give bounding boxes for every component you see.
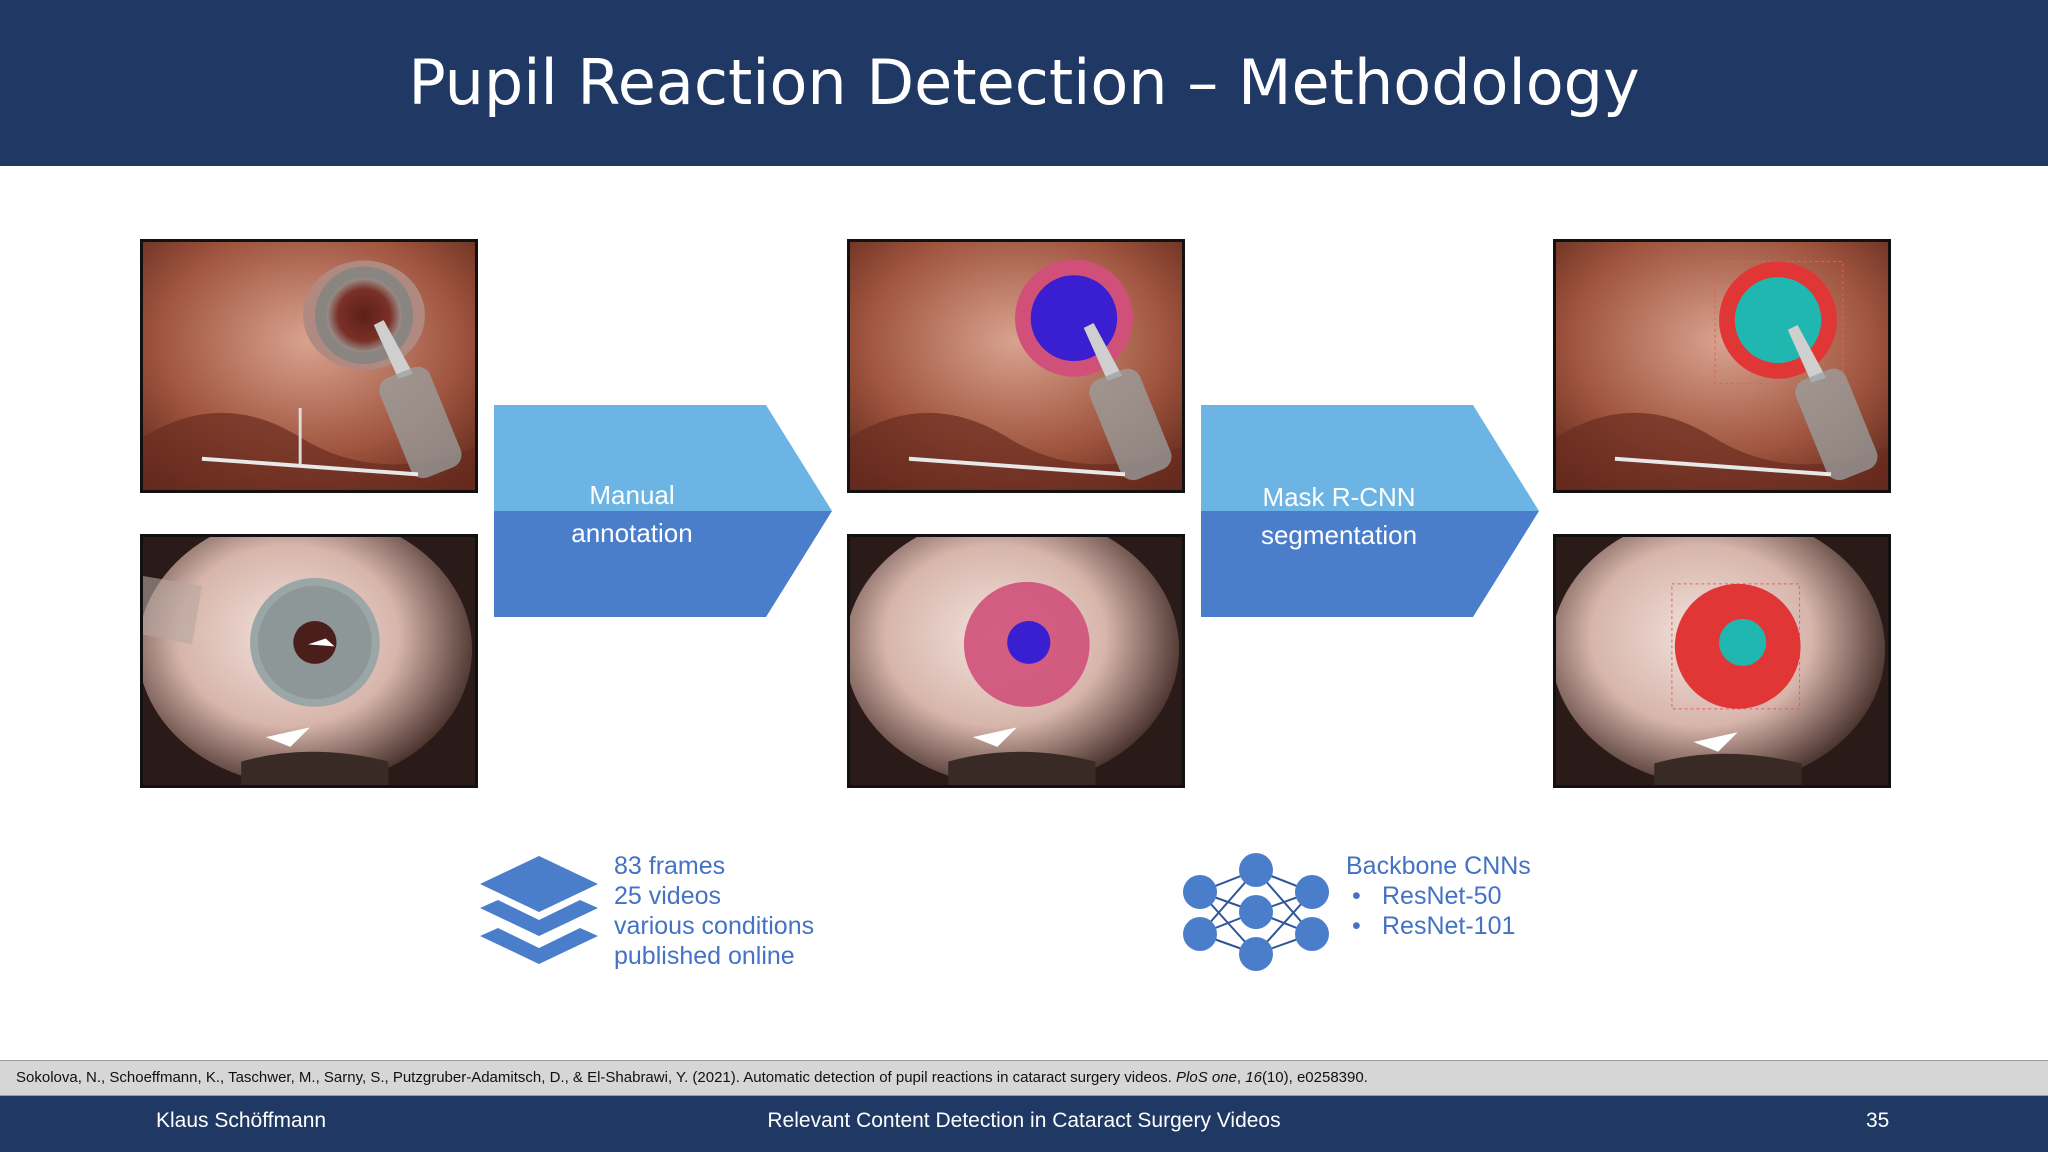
- dataset-line: 83 frames: [614, 852, 726, 880]
- segmented-frame-bottom: [1553, 534, 1891, 788]
- mask-rcnn-arrow: [1201, 405, 1539, 617]
- footer-talk-title: Relevant Content Detection in Cataract S…: [767, 1109, 1281, 1132]
- title-bar: [0, 0, 2048, 166]
- original-frame-bottom: [140, 534, 478, 788]
- neural-network-icon: [1183, 853, 1329, 971]
- dataset-line: 25 videos: [614, 882, 722, 910]
- backbone-heading: Backbone CNNs: [1346, 852, 1531, 880]
- stack-layers-icon: [480, 856, 598, 964]
- page-number: 35: [1866, 1109, 1890, 1132]
- annotated-frame-bottom: [847, 534, 1185, 788]
- footer-bar: Klaus Schöffmann Relevant Content Detect…: [0, 1096, 2048, 1152]
- dataset-line: various conditions: [614, 912, 815, 940]
- citation-text: Sokolova, N., Schoeffmann, K., Taschwer,…: [16, 1069, 1368, 1086]
- mask-rcnn-label: Mask R-CNN segmentation: [1260, 482, 1418, 550]
- backbone-item: ResNet-50: [1346, 881, 1531, 911]
- segmented-frame-top: [1553, 239, 1891, 493]
- annotated-frame-top: [847, 239, 1185, 493]
- backbone-item: ResNet-101: [1346, 911, 1531, 941]
- backbone-info: Backbone CNNs ResNet-50 ResNet-101: [1346, 851, 1531, 941]
- slide-title: Pupil Reaction Detection – Methodology: [408, 46, 1640, 119]
- citation-bar: Sokolova, N., Schoeffmann, K., Taschwer,…: [0, 1060, 2048, 1096]
- manual-annotation-label: Manual annotation: [571, 480, 693, 548]
- manual-annotation-arrow: [494, 405, 832, 617]
- dataset-line: published online: [614, 942, 795, 970]
- footer-author: Klaus Schöffmann: [156, 1109, 327, 1132]
- dataset-info: 83 frames 25 videos various conditions p…: [614, 851, 814, 971]
- original-frame-top: [140, 239, 478, 493]
